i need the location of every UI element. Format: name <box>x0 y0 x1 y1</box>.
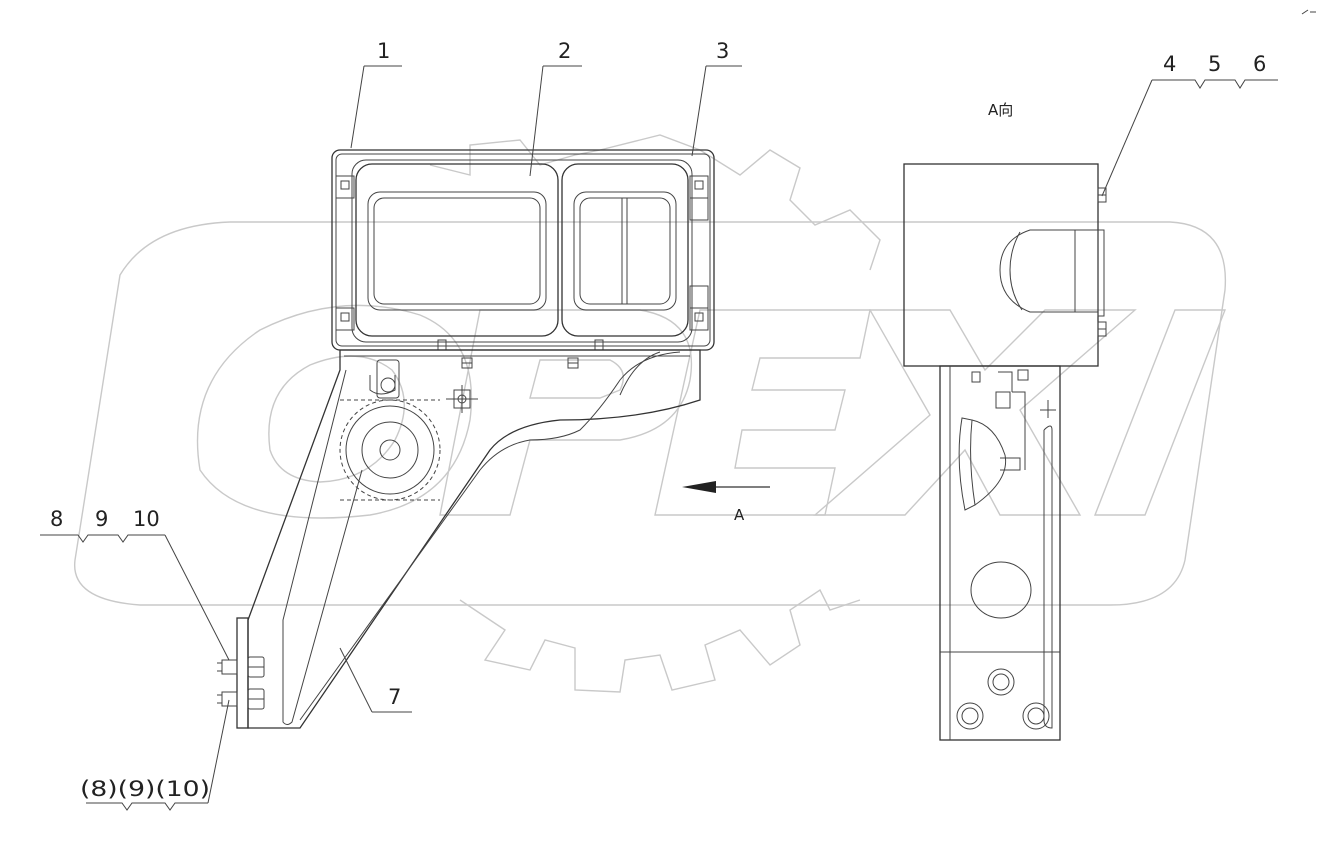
callout-3: 3 <box>716 39 729 63</box>
callout-4: 4 <box>1163 52 1176 76</box>
callout-8: 8 <box>50 507 63 531</box>
callout-7: 7 <box>388 685 401 709</box>
callout-9: 9 <box>95 507 108 531</box>
callout-labels: 1 2 3 4 5 6 7 8 9 10 (8)(9)(10) A A向 <box>50 39 1266 801</box>
leader-lines <box>40 65 1278 811</box>
lamp-housing <box>331 149 715 351</box>
lamp-lens-right <box>561 163 689 337</box>
corner-mark <box>1301 9 1316 15</box>
callout-paren-group: (8)(9)(10) <box>80 777 210 801</box>
opex-watermark <box>74 134 1227 693</box>
view-arrow-a <box>682 481 770 493</box>
bracket-lug <box>376 359 400 399</box>
lamp-lens-left <box>355 163 559 337</box>
view-arrow-label: A <box>734 506 745 524</box>
nut-crosshair <box>446 385 478 413</box>
horn-hidden <box>339 399 441 501</box>
mounting-bracket <box>236 349 701 729</box>
callout-1: 1 <box>377 39 390 63</box>
a-view-bracket <box>939 365 1061 741</box>
left-bolts <box>217 656 265 710</box>
callout-6: 6 <box>1253 52 1266 76</box>
a-view-lamp-housing <box>903 163 1107 367</box>
view-title: A向 <box>988 101 1013 119</box>
callout-10: 10 <box>133 507 160 531</box>
callout-2: 2 <box>558 39 571 63</box>
callout-5: 5 <box>1208 52 1221 76</box>
